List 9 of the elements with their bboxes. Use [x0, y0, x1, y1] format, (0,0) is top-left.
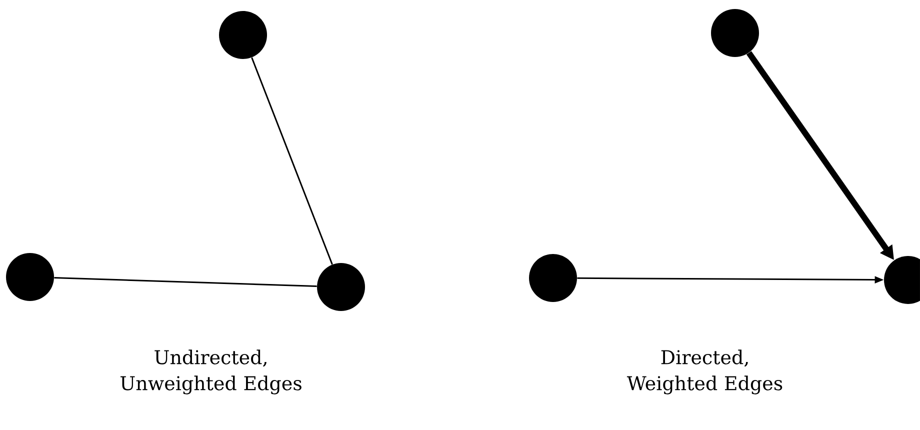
edge-line [251, 57, 333, 265]
node-circle [711, 9, 759, 57]
node-circle [6, 253, 54, 301]
node-circle [529, 254, 577, 302]
caption: Undirected, Unweighted Edges [120, 350, 302, 394]
node-circle [219, 11, 267, 59]
edge-line [54, 277, 317, 287]
node-circle [317, 263, 365, 311]
caption: Directed, Weighted Edges [626, 350, 782, 394]
